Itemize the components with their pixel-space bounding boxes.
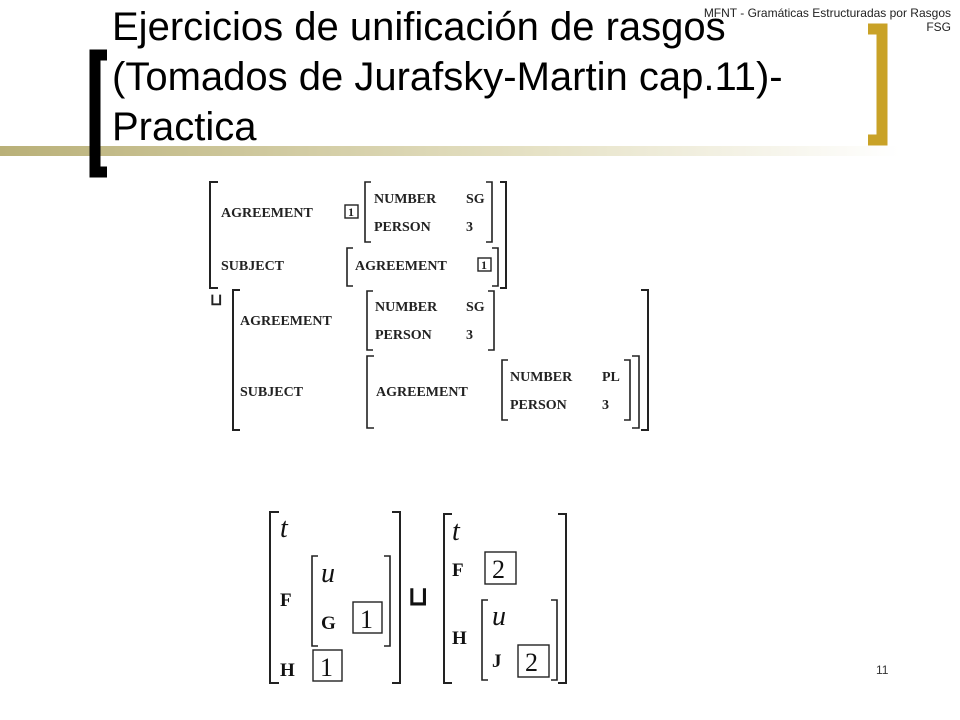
fs2-sg-value: SG: [466, 300, 485, 315]
title-underline-band: [0, 146, 900, 156]
fs4-u-type: u: [492, 601, 506, 632]
fs1-right-bracket: [500, 181, 507, 289]
fs2-left-bracket: [232, 289, 240, 431]
fs4-F-tag-box: [484, 551, 517, 585]
fs3-unify-symbol: ⊔: [408, 582, 428, 611]
fs1-subj-agreement-label: AGREEMENT: [355, 259, 447, 274]
fs2-person-value-pl: 3: [602, 398, 609, 413]
fs4-J-tag-box: [517, 644, 550, 678]
fs2-number-label: NUMBER: [375, 300, 438, 315]
fs2-person-label-pl: PERSON: [510, 398, 567, 413]
fs2-pl-left-bracket: [501, 359, 508, 421]
fs1-inner-right-bracket: [486, 181, 493, 243]
fs4-H-left-bracket: [481, 599, 488, 681]
fs4-J-label: J: [492, 651, 502, 672]
fs1-person-label: PERSON: [374, 220, 431, 235]
title-line1: Ejercicios de unificación de rasgos: [112, 5, 726, 49]
fs4-J-tag: 2: [525, 648, 538, 677]
fs2-inner-right-bracket: [488, 290, 495, 351]
fs1-subj-tag-label: 1: [481, 258, 487, 272]
fs1-agreement-label: AGREEMENT: [221, 206, 313, 221]
left-black-bracket: [89, 49, 107, 178]
fs2-subj-left-bracket: [366, 355, 374, 429]
fs3-G-label: G: [321, 613, 336, 634]
right-gold-bracket: [868, 23, 888, 146]
header-note: MFNT - Gramáticas Estructuradas por Rasg…: [651, 6, 951, 34]
fs3-G-tag: 1: [360, 605, 373, 634]
fs1-tag-label: 1: [348, 205, 354, 219]
header-note-line1: MFNT - Gramáticas Estructuradas por Rasg…: [703, 6, 951, 20]
fs2-person-label: PERSON: [375, 328, 432, 343]
fs1-unify-symbol: ⊔: [210, 292, 222, 309]
fs2-right-bracket: [641, 289, 649, 431]
fs4-H-right-bracket: [551, 599, 558, 681]
fs3-F-left-bracket: [311, 555, 318, 647]
fs4-F-tag: 2: [492, 555, 505, 584]
fs2-agreement-label: AGREEMENT: [240, 314, 332, 329]
fs2-person-value: 3: [466, 328, 473, 343]
fs2-pl-right-bracket: [624, 359, 631, 421]
fs1-sg-value: SG: [466, 192, 485, 207]
fs2-inner-left-bracket: [366, 290, 373, 351]
fs3-left-bracket: [269, 511, 279, 684]
fs2-subject-label: SUBJECT: [240, 385, 304, 400]
fs4-right-bracket: [558, 513, 567, 684]
title-line2: (Tomados de Jurafsky-Martin cap.11)-: [112, 55, 783, 99]
fs3-H-label: H: [280, 660, 295, 681]
fs1-subj-right-bracket: [492, 247, 499, 287]
fs1-inner-left-bracket: [364, 181, 371, 243]
fs3-F-right-bracket: [384, 555, 391, 647]
slide-title: Ejercicios de unificación de rasgos (Tom…: [112, 2, 872, 152]
slide-number: 11: [876, 663, 889, 677]
fs3-H-tag: 1: [320, 653, 333, 682]
fs4-left-bracket: [443, 513, 452, 684]
header-note-line2: FSG: [926, 20, 951, 34]
fs4-H-label: H: [452, 628, 467, 649]
fs2-pl-value: PL: [602, 370, 620, 385]
fs3-u-type: u: [321, 558, 335, 589]
title-line3: Practica: [112, 105, 257, 149]
fs3-G-tag-box: [352, 601, 383, 634]
fs1-subj-tag-box: [477, 257, 492, 272]
fs4-t-type: t: [452, 516, 461, 547]
fs1-person-value: 3: [466, 220, 473, 235]
fs3-F-label: F: [280, 590, 292, 611]
fs3-right-bracket: [392, 511, 401, 684]
fs2-subj-agreement-label: AGREEMENT: [376, 385, 468, 400]
fs1-number-label: NUMBER: [374, 192, 437, 207]
fs1-tag-box: [344, 204, 359, 219]
fs4-F-label: F: [452, 560, 464, 581]
fs1-subj-left-bracket: [346, 247, 353, 287]
fs3-H-tag-box: [312, 649, 343, 682]
fs3-t-type: t: [280, 513, 289, 544]
fs1-left-bracket: [209, 181, 218, 289]
fs2-subj-right-bracket: [632, 355, 640, 429]
fs2-number-label-pl: NUMBER: [510, 370, 573, 385]
fs1-subject-label: SUBJECT: [221, 259, 285, 274]
